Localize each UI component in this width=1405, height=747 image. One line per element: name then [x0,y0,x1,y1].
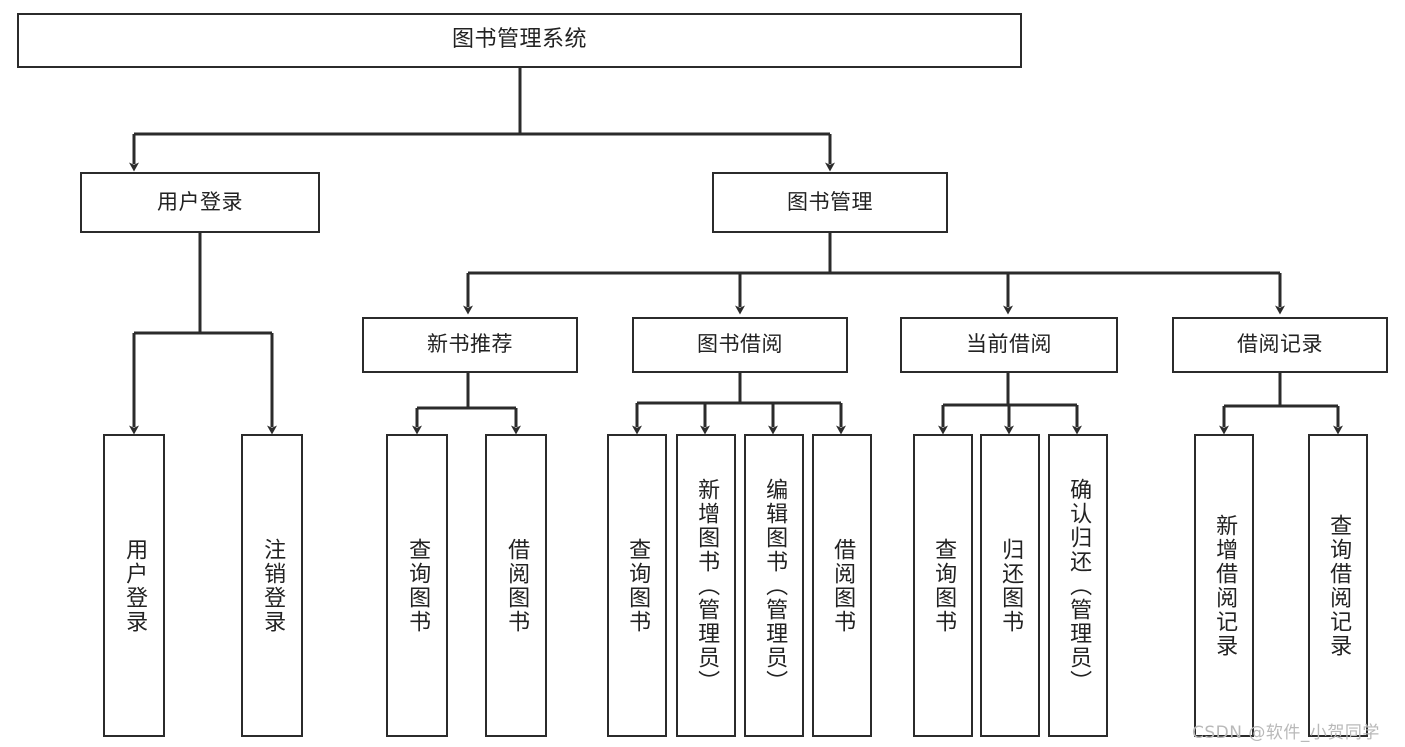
node-current-borrow-label: 当前借阅 [966,332,1052,357]
leaf-add-record[interactable]: 新增借阅记录 [1194,434,1254,737]
node-book-borrow-label: 图书借阅 [697,332,783,357]
node-root-system[interactable]: 图书管理系统 [17,13,1022,68]
leaf-query-book-2-label: 查询图书 [625,537,651,634]
leaf-query-book-1[interactable]: 查询图书 [386,434,448,737]
leaf-confirm-return[interactable]: 确认归还（管理员） [1048,434,1108,737]
node-book-borrow[interactable]: 图书借阅 [632,317,848,373]
leaf-logout-login-label: 注销登录 [260,537,286,634]
leaf-add-record-label: 新增借阅记录 [1212,513,1238,658]
leaf-return-book[interactable]: 归还图书 [980,434,1040,737]
leaf-user-login[interactable]: 用户登录 [103,434,165,737]
node-user-login-label: 用户登录 [157,189,243,214]
csdn-watermark: CSDN @软件_小贺同学 [1192,723,1380,743]
node-current-borrow[interactable]: 当前借阅 [900,317,1118,373]
node-new-book-recommend[interactable]: 新书推荐 [362,317,578,373]
leaf-query-book-1-label: 查询图书 [405,537,431,634]
leaf-query-record[interactable]: 查询借阅记录 [1308,434,1368,737]
leaf-confirm-return-label: 确认归还（管理员） [1066,477,1092,694]
node-book-management-label: 图书管理 [787,189,873,214]
leaf-borrow-book-1-label: 借阅图书 [504,537,530,634]
leaf-user-login-label: 用户登录 [122,537,148,634]
node-borrow-record-label: 借阅记录 [1237,332,1323,357]
leaf-add-book-label: 新增图书（管理员） [694,477,720,694]
leaf-query-book-2[interactable]: 查询图书 [607,434,667,737]
leaf-borrow-book-1[interactable]: 借阅图书 [485,434,547,737]
node-user-login[interactable]: 用户登录 [80,172,320,233]
leaf-borrow-book-2-label: 借阅图书 [830,537,856,634]
leaf-return-book-label: 归还图书 [998,537,1024,634]
node-root-label: 图书管理系统 [451,27,587,53]
node-new-book-recommend-label: 新书推荐 [427,332,513,357]
leaf-query-book-3[interactable]: 查询图书 [913,434,973,737]
leaf-edit-book-label: 编辑图书（管理员） [762,477,788,694]
leaf-edit-book[interactable]: 编辑图书（管理员） [744,434,804,737]
leaf-query-book-3-label: 查询图书 [931,537,957,634]
leaf-query-record-label: 查询借阅记录 [1326,513,1352,658]
node-borrow-record[interactable]: 借阅记录 [1172,317,1388,373]
node-book-management[interactable]: 图书管理 [712,172,948,233]
leaf-borrow-book-2[interactable]: 借阅图书 [812,434,872,737]
leaf-add-book[interactable]: 新增图书（管理员） [676,434,736,737]
leaf-logout-login[interactable]: 注销登录 [241,434,303,737]
